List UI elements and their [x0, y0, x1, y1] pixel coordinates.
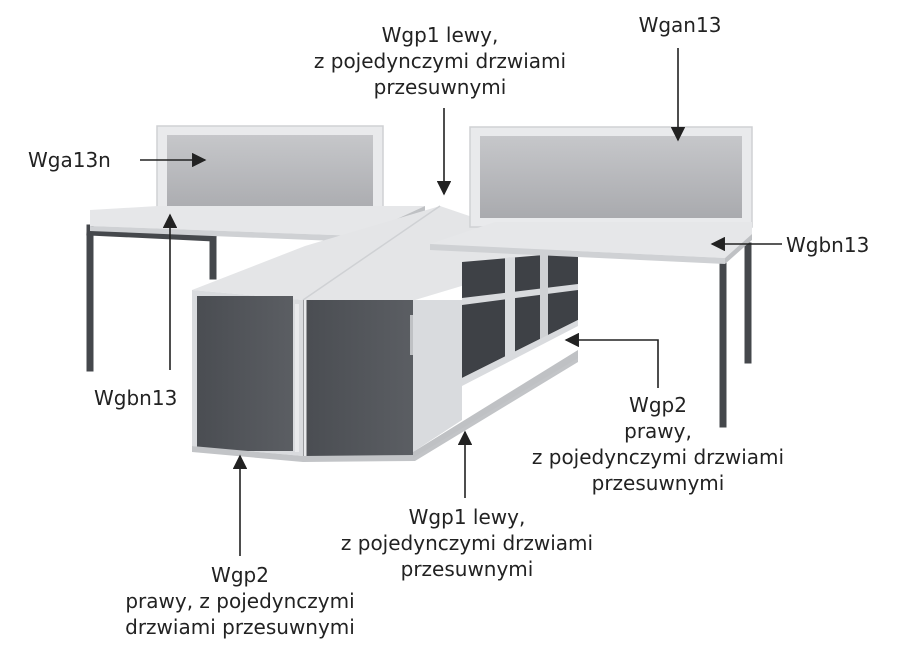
label-top-right-text: Wgan13: [638, 13, 722, 37]
label-left-bottom-text: Wgbn13: [94, 386, 178, 410]
label-bottom-center-line-2: z pojedynczymi drzwiami: [340, 531, 594, 555]
open-shelving: [462, 252, 578, 386]
right-desk-legs: [719, 242, 752, 428]
label-top-center-line-3: przesuwnymi: [373, 75, 507, 99]
right-desk-top: [430, 222, 752, 264]
left-desk-legs: [86, 224, 217, 372]
right-desk-screen: [469, 126, 753, 228]
label-right-lower-line-3: z pojedynczymi drzwiami: [531, 445, 785, 469]
label-bottom-left-line-1: Wgp2: [211, 563, 269, 587]
callout-arrows: [140, 48, 782, 556]
label-left-top: Wga13n: [28, 147, 138, 173]
label-top-center-line-2: z pojedynczymi drzwiami: [313, 49, 567, 73]
label-bottom-center-line-3: przesuwnymi: [400, 557, 534, 581]
label-right-lower: Wgp2 prawy, z pojedynczymi drzwiami prze…: [508, 392, 808, 496]
label-right-lower-line-1: Wgp2: [629, 393, 687, 417]
label-right-mid-text: Wgbn13: [786, 233, 870, 257]
label-top-right: Wgan13: [610, 12, 750, 38]
arrow-right-lower: [564, 332, 659, 388]
label-bottom-left-line-2: prawy, z pojedynczymi: [125, 589, 355, 613]
label-right-lower-line-2: prawy,: [624, 419, 692, 443]
label-bottom-left: Wgp2 prawy, z pojedynczymi drzwiami prze…: [100, 562, 380, 640]
label-top-center-line-1: Wgp1 lewy,: [381, 23, 499, 47]
label-left-top-text: Wga13n: [28, 148, 111, 172]
label-bottom-left-line-3: drzwiami przesuwnymi: [125, 615, 355, 639]
label-top-center: Wgp1 lewy, z pojedynczymi drzwiami przes…: [300, 22, 580, 100]
label-bottom-center-line-1: Wgp1 lewy,: [408, 505, 526, 529]
label-bottom-center: Wgp1 lewy, z pojedynczymi drzwiami przes…: [322, 504, 612, 582]
label-right-mid: Wgbn13: [786, 232, 896, 258]
label-right-lower-line-4: przesuwnymi: [591, 471, 725, 495]
front-cabinets: [192, 290, 578, 462]
label-left-bottom: Wgbn13: [94, 385, 224, 411]
